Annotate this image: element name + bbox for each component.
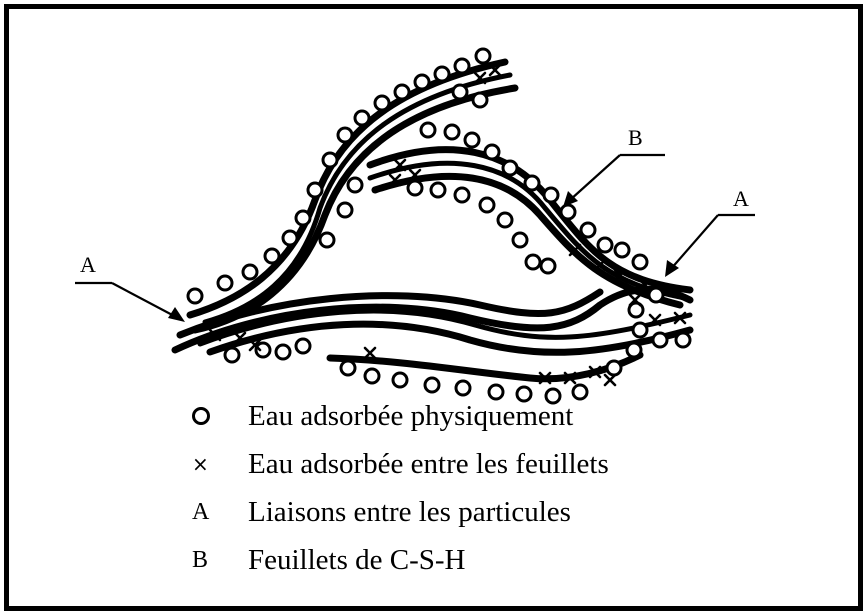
water-circle-marker (480, 198, 494, 212)
water-circle-marker (561, 205, 575, 219)
water-circle-marker (615, 243, 629, 257)
water-circle-marker (283, 231, 297, 245)
water-cross-marker (605, 375, 615, 385)
water-circle-marker (485, 145, 499, 159)
water-circle-marker (455, 188, 469, 202)
water-circle-marker (581, 223, 595, 237)
water-circle-marker (598, 238, 612, 252)
water-circle-marker (348, 178, 362, 192)
water-circle-marker (265, 249, 279, 263)
water-circle-marker (188, 289, 202, 303)
legend: Eau adsorbée physiquement × Eau adsorbée… (188, 392, 609, 584)
water-circle-marker (607, 361, 621, 375)
legend-item-particle-bonds: A Liaisons entre les particules (188, 488, 609, 536)
water-circle-marker (408, 181, 422, 195)
svg-text:A: A (80, 252, 96, 277)
water-circle-marker (453, 85, 467, 99)
water-circle-marker (393, 373, 407, 387)
water-circle-marker (256, 343, 270, 357)
water-circle-marker (276, 345, 290, 359)
water-circle-marker (431, 183, 445, 197)
label-a-right: A (665, 186, 755, 277)
water-circle-marker (425, 378, 439, 392)
letter-b-symbol: B (188, 547, 248, 574)
water-circle-marker (445, 125, 459, 139)
water-cross-marker (365, 348, 375, 358)
legend-label: Eau adsorbée entre les feuillets (248, 448, 609, 481)
water-circle-marker (627, 343, 641, 357)
water-circle-marker (296, 211, 310, 225)
water-circle-marker (225, 348, 239, 362)
water-circle-marker (355, 111, 369, 125)
label-a-left: A (75, 252, 185, 322)
water-circle-marker (320, 233, 334, 247)
water-circle-marker (243, 265, 257, 279)
water-circle-marker (375, 96, 389, 110)
letter-a-symbol: A (188, 499, 248, 526)
water-circle-marker (473, 93, 487, 107)
water-circle-marker (676, 333, 690, 347)
svg-text:B: B (628, 125, 643, 150)
water-circle-marker (476, 49, 490, 63)
water-circle-marker (503, 161, 517, 175)
water-circle-marker (455, 59, 469, 73)
water-circle-marker (541, 259, 555, 273)
water-circle-marker (421, 123, 435, 137)
water-circle-marker (465, 133, 479, 147)
water-circle-marker (365, 369, 379, 383)
cross-symbol-icon: × (188, 452, 248, 476)
water-circle-marker (544, 188, 558, 202)
water-circle-marker (323, 153, 337, 167)
water-circle-marker (435, 67, 449, 81)
water-circle-marker (338, 203, 352, 217)
legend-label: Eau adsorbée physiquement (248, 400, 573, 433)
water-circle-marker (308, 183, 322, 197)
water-circle-marker (633, 323, 647, 337)
legend-item-interlayer-water: × Eau adsorbée entre les feuillets (188, 440, 609, 488)
legend-label: Feuillets de C-S-H (248, 544, 466, 577)
water-circle-marker (526, 255, 540, 269)
water-circle-marker (395, 85, 409, 99)
circle-symbol-icon (188, 407, 248, 425)
label-b: B (563, 125, 665, 207)
legend-item-physical-water: Eau adsorbée physiquement (188, 392, 609, 440)
water-circle-marker (341, 361, 355, 375)
legend-item-csh-sheets: B Feuillets de C-S-H (188, 536, 609, 584)
water-circle-marker (415, 75, 429, 89)
water-circle-marker (633, 255, 647, 269)
water-circle-marker (296, 339, 310, 353)
water-circle-marker (653, 333, 667, 347)
svg-text:A: A (733, 186, 749, 211)
water-circle-marker (218, 276, 232, 290)
water-circle-marker (498, 213, 512, 227)
water-circle-marker (525, 176, 539, 190)
legend-label: Liaisons entre les particules (248, 496, 571, 529)
water-circle-marker (338, 128, 352, 142)
water-circle-marker (513, 233, 527, 247)
